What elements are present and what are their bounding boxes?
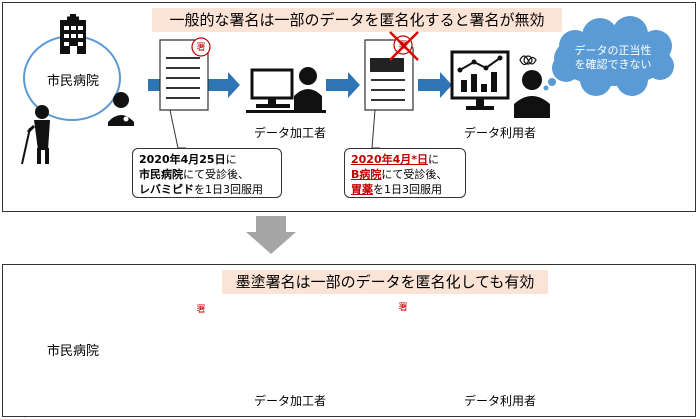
- anon-record-line3: 胃薬を1日3回服用: [351, 183, 442, 196]
- bottom-cloud-line2: を確認できる: [580, 318, 646, 331]
- top-arrow-3: [326, 72, 360, 98]
- original-record-callout: 2020年4月25日に 市民病院にて受診後、 レバミピドを1日3回服用: [132, 148, 282, 198]
- top-banner: 一般的な署名は一部のデータを匿名化すると署名が無効: [152, 8, 562, 32]
- top-processor-icon: [246, 67, 326, 113]
- bottom-seal-char-2: 署: [398, 303, 408, 313]
- confused-scribble-icon: [519, 55, 537, 66]
- bottom-cloud-line1: データの正当性: [574, 304, 652, 317]
- top-callout-pointer-1: [169, 109, 186, 149]
- bottom-processor-label: データ加工者: [253, 394, 326, 408]
- top-elderly-patient-icon: [21, 105, 50, 165]
- top-hospital-label: 市民病院: [46, 74, 99, 89]
- top-arrow-4: [418, 72, 452, 98]
- top-signed-document-icon: [159, 37, 211, 111]
- bottom-cloud-text: データの正当性 を確認できる: [570, 304, 656, 332]
- anon-record-line2: B病院にて受診後、: [351, 168, 448, 181]
- top-hospital-building-icon: [60, 14, 86, 54]
- bottom-user-label: データ利用者: [463, 394, 536, 408]
- top-user-person-icon: [514, 70, 550, 118]
- bottom-banner: 墨塗署名は一部のデータを匿名化しても有効: [222, 270, 548, 294]
- top-doctor-icon: [108, 92, 134, 126]
- original-record-line2: 市民病院にて受診後、: [139, 168, 249, 181]
- original-record-line1: 2020年4月25日に: [139, 153, 237, 166]
- anon-record-line1: 2020年4月*日に: [351, 153, 440, 166]
- top-seal-char-2: 署: [398, 41, 408, 51]
- top-cloud-bubble: [543, 16, 674, 96]
- anonymized-record-callout: 2020年4月*日に B病院にて受診後、 胃薬を1日3回服用: [344, 148, 466, 198]
- bottom-hospital-label: 市民病院: [46, 344, 99, 359]
- original-record-line3: レバミピドを1日3回服用: [139, 183, 263, 196]
- top-processor-label: データ加工者: [253, 126, 326, 140]
- down-arrow: [246, 216, 296, 254]
- bottom-seal-char: 署: [196, 305, 206, 315]
- top-anonymized-document-icon: [364, 31, 419, 111]
- top-seal-char: 署: [196, 43, 206, 53]
- top-cloud-line2: を確認できない: [574, 58, 652, 71]
- top-user-monitor-icon: [450, 50, 510, 110]
- top-callout-pointer-2: [371, 109, 380, 149]
- top-cloud-line1: データの正当性: [574, 44, 652, 57]
- top-user-label: データ利用者: [463, 126, 536, 140]
- top-arrow-2: [206, 72, 240, 98]
- top-cloud-text: データの正当性 を確認できない: [570, 44, 656, 72]
